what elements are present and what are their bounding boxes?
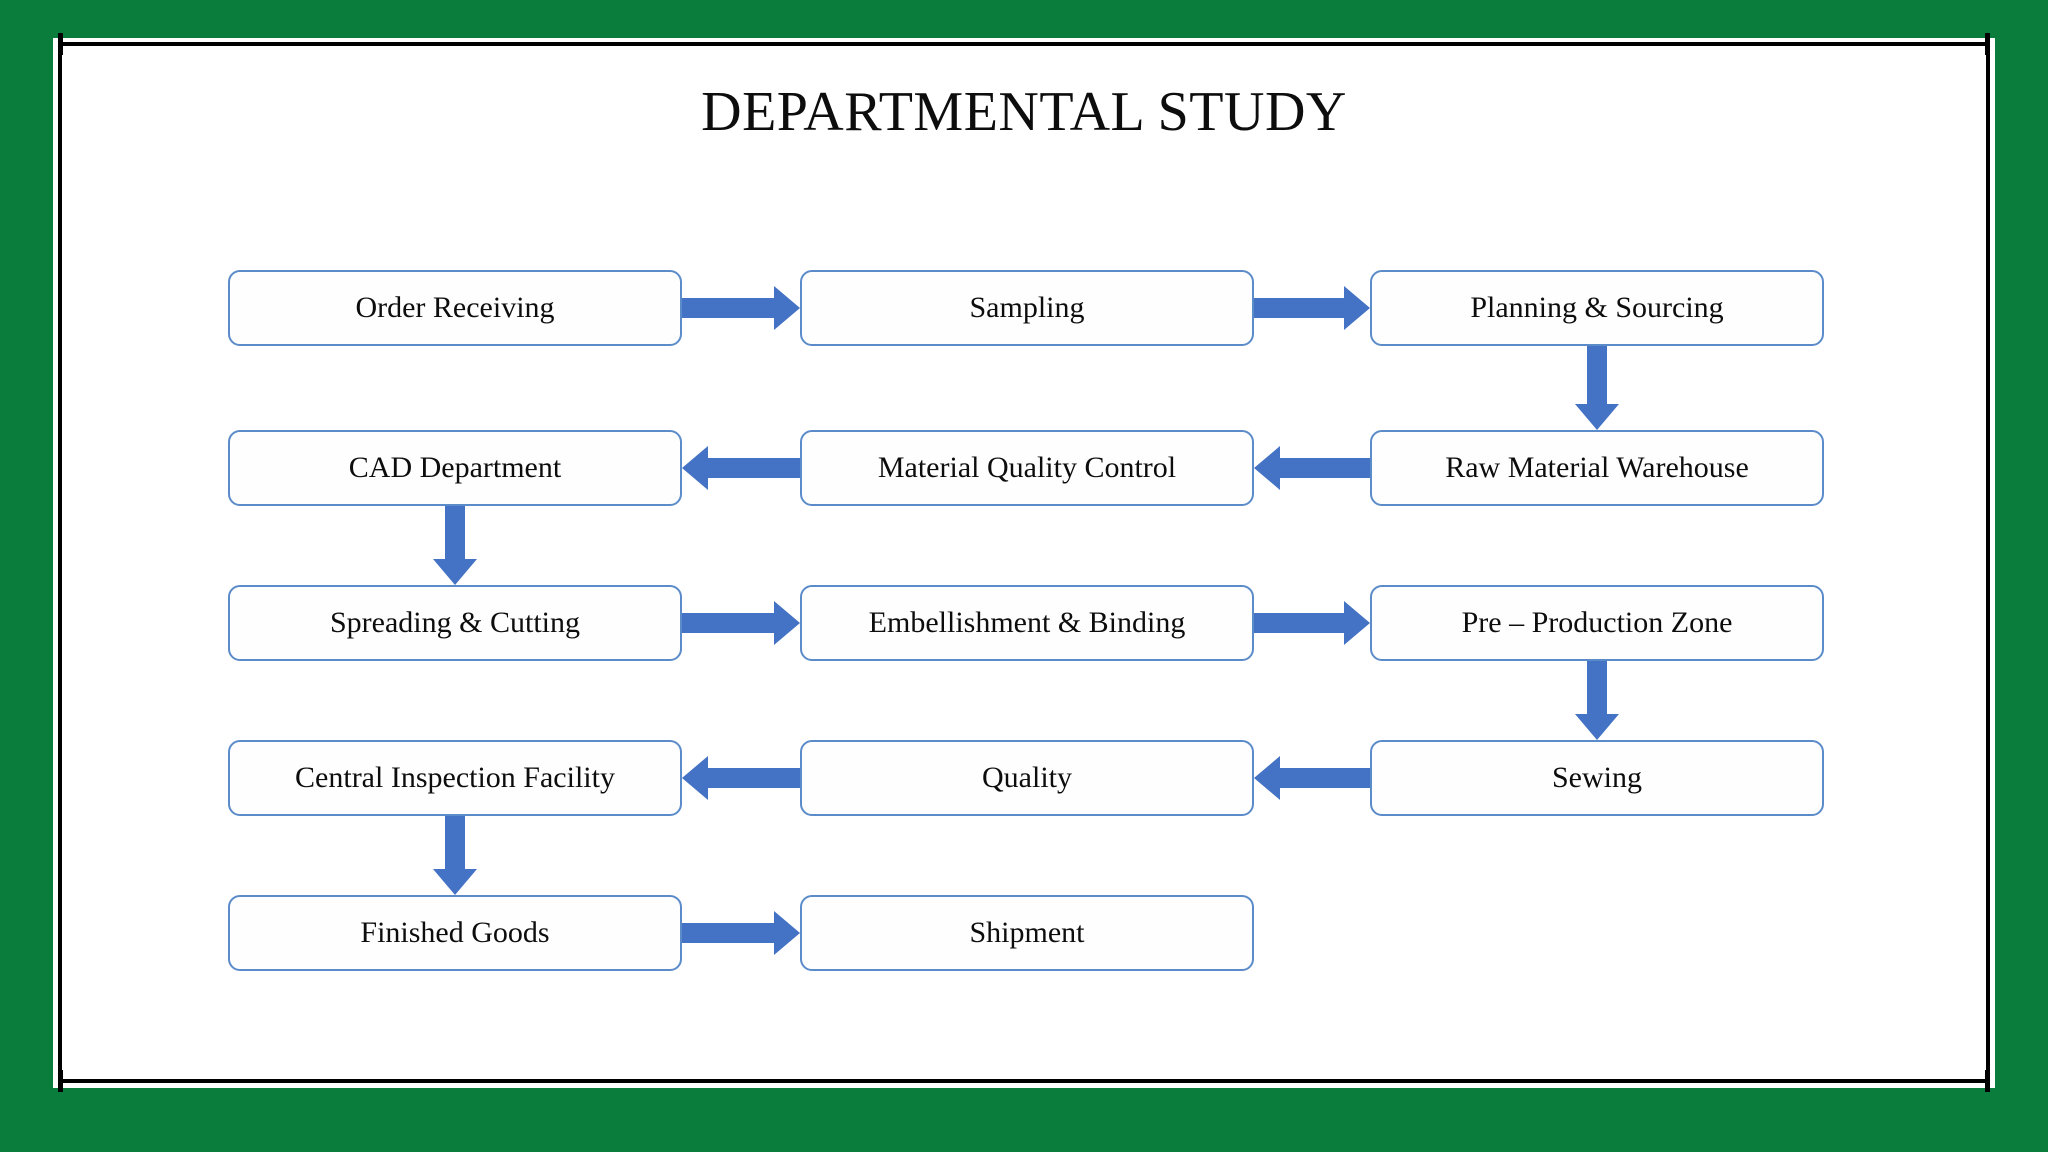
frame-corner-tick-top-left	[58, 33, 63, 55]
arrow-head-left-icon	[682, 446, 708, 490]
arrow-shaft	[682, 298, 774, 318]
flow-node-label: CAD Department	[348, 451, 562, 485]
flow-node-label: Planning & Sourcing	[1470, 291, 1724, 325]
frame-corner-tick-bottom-left	[58, 1070, 63, 1092]
arrow-head-left-icon	[1254, 756, 1280, 800]
arrow-head-right-icon	[774, 911, 800, 955]
flow-arrow-sewing-to-quality	[1254, 756, 1370, 800]
arrow-shaft	[1587, 661, 1607, 714]
flow-arrow-sampling-to-planning-sourcing	[1254, 286, 1370, 330]
flow-arrow-spreading-cutting-to-embellishment-binding	[682, 601, 800, 645]
flow-node-order-receiving[interactable]: Order Receiving	[228, 270, 682, 346]
arrow-head-left-icon	[1254, 446, 1280, 490]
flow-node-pre-production-zone[interactable]: Pre – Production Zone	[1370, 585, 1824, 661]
arrow-shaft	[1280, 458, 1370, 478]
flow-arrow-raw-material-warehouse-to-material-quality-control	[1254, 446, 1370, 490]
flow-arrow-pre-production-zone-to-sewing	[1575, 661, 1619, 740]
flow-node-label: Raw Material Warehouse	[1445, 451, 1749, 485]
flow-node-quality[interactable]: Quality	[800, 740, 1254, 816]
flow-node-finished-goods[interactable]: Finished Goods	[228, 895, 682, 971]
arrow-shaft	[1280, 768, 1370, 788]
arrow-shaft	[1587, 346, 1607, 404]
flow-arrow-quality-to-central-inspection-facility	[682, 756, 800, 800]
flow-node-sampling[interactable]: Sampling	[800, 270, 1254, 346]
flow-node-label: Pre – Production Zone	[1461, 606, 1733, 640]
flow-node-label: Sampling	[969, 291, 1085, 325]
flow-node-material-quality-control[interactable]: Material Quality Control	[800, 430, 1254, 506]
arrow-shaft	[682, 923, 774, 943]
flow-arrow-central-inspection-facility-to-finished-goods	[433, 816, 477, 895]
arrow-shaft	[708, 458, 800, 478]
flow-node-label: Shipment	[969, 916, 1085, 950]
flow-arrow-finished-goods-to-shipment	[682, 911, 800, 955]
flow-arrow-material-quality-control-to-cad-department	[682, 446, 800, 490]
flow-node-label: Spreading & Cutting	[330, 606, 580, 640]
flow-node-spreading-cutting[interactable]: Spreading & Cutting	[228, 585, 682, 661]
arrow-shaft	[445, 506, 465, 559]
flow-arrow-cad-department-to-spreading-cutting	[433, 506, 477, 585]
arrow-head-right-icon	[1344, 286, 1370, 330]
arrow-head-right-icon	[774, 286, 800, 330]
flow-arrow-embellishment-binding-to-pre-production-zone	[1254, 601, 1370, 645]
arrow-shaft	[708, 768, 800, 788]
flow-node-raw-material-warehouse[interactable]: Raw Material Warehouse	[1370, 430, 1824, 506]
flow-node-label: Sewing	[1552, 761, 1642, 795]
flow-node-label: Embellishment & Binding	[868, 606, 1186, 640]
flow-node-central-inspection-facility[interactable]: Central Inspection Facility	[228, 740, 682, 816]
arrow-head-down-icon	[433, 869, 477, 895]
arrow-shaft	[1254, 613, 1344, 633]
flow-node-planning-sourcing[interactable]: Planning & Sourcing	[1370, 270, 1824, 346]
arrow-head-down-icon	[433, 559, 477, 585]
flow-node-label: Finished Goods	[360, 916, 550, 950]
flow-node-label: Central Inspection Facility	[295, 761, 615, 795]
arrow-shaft	[682, 613, 774, 633]
flow-node-sewing[interactable]: Sewing	[1370, 740, 1824, 816]
flow-node-shipment[interactable]: Shipment	[800, 895, 1254, 971]
arrow-head-left-icon	[682, 756, 708, 800]
flow-node-cad-department[interactable]: CAD Department	[228, 430, 682, 506]
page-title: DEPARTMENTAL STUDY	[701, 81, 1347, 143]
arrow-shaft	[445, 816, 465, 869]
frame-corner-tick-top-right	[1985, 33, 1990, 55]
flow-arrow-order-receiving-to-sampling	[682, 286, 800, 330]
arrow-head-right-icon	[774, 601, 800, 645]
arrow-head-right-icon	[1344, 601, 1370, 645]
flow-node-label: Order Receiving	[355, 291, 555, 325]
flow-node-label: Material Quality Control	[877, 451, 1177, 485]
arrow-head-down-icon	[1575, 404, 1619, 430]
frame-corner-tick-bottom-right	[1985, 1070, 1990, 1092]
flow-node-embellishment-binding[interactable]: Embellishment & Binding	[800, 585, 1254, 661]
flow-node-label: Quality	[982, 761, 1072, 795]
arrow-shaft	[1254, 298, 1344, 318]
arrow-head-down-icon	[1575, 714, 1619, 740]
flow-arrow-planning-sourcing-to-raw-material-warehouse	[1575, 346, 1619, 430]
